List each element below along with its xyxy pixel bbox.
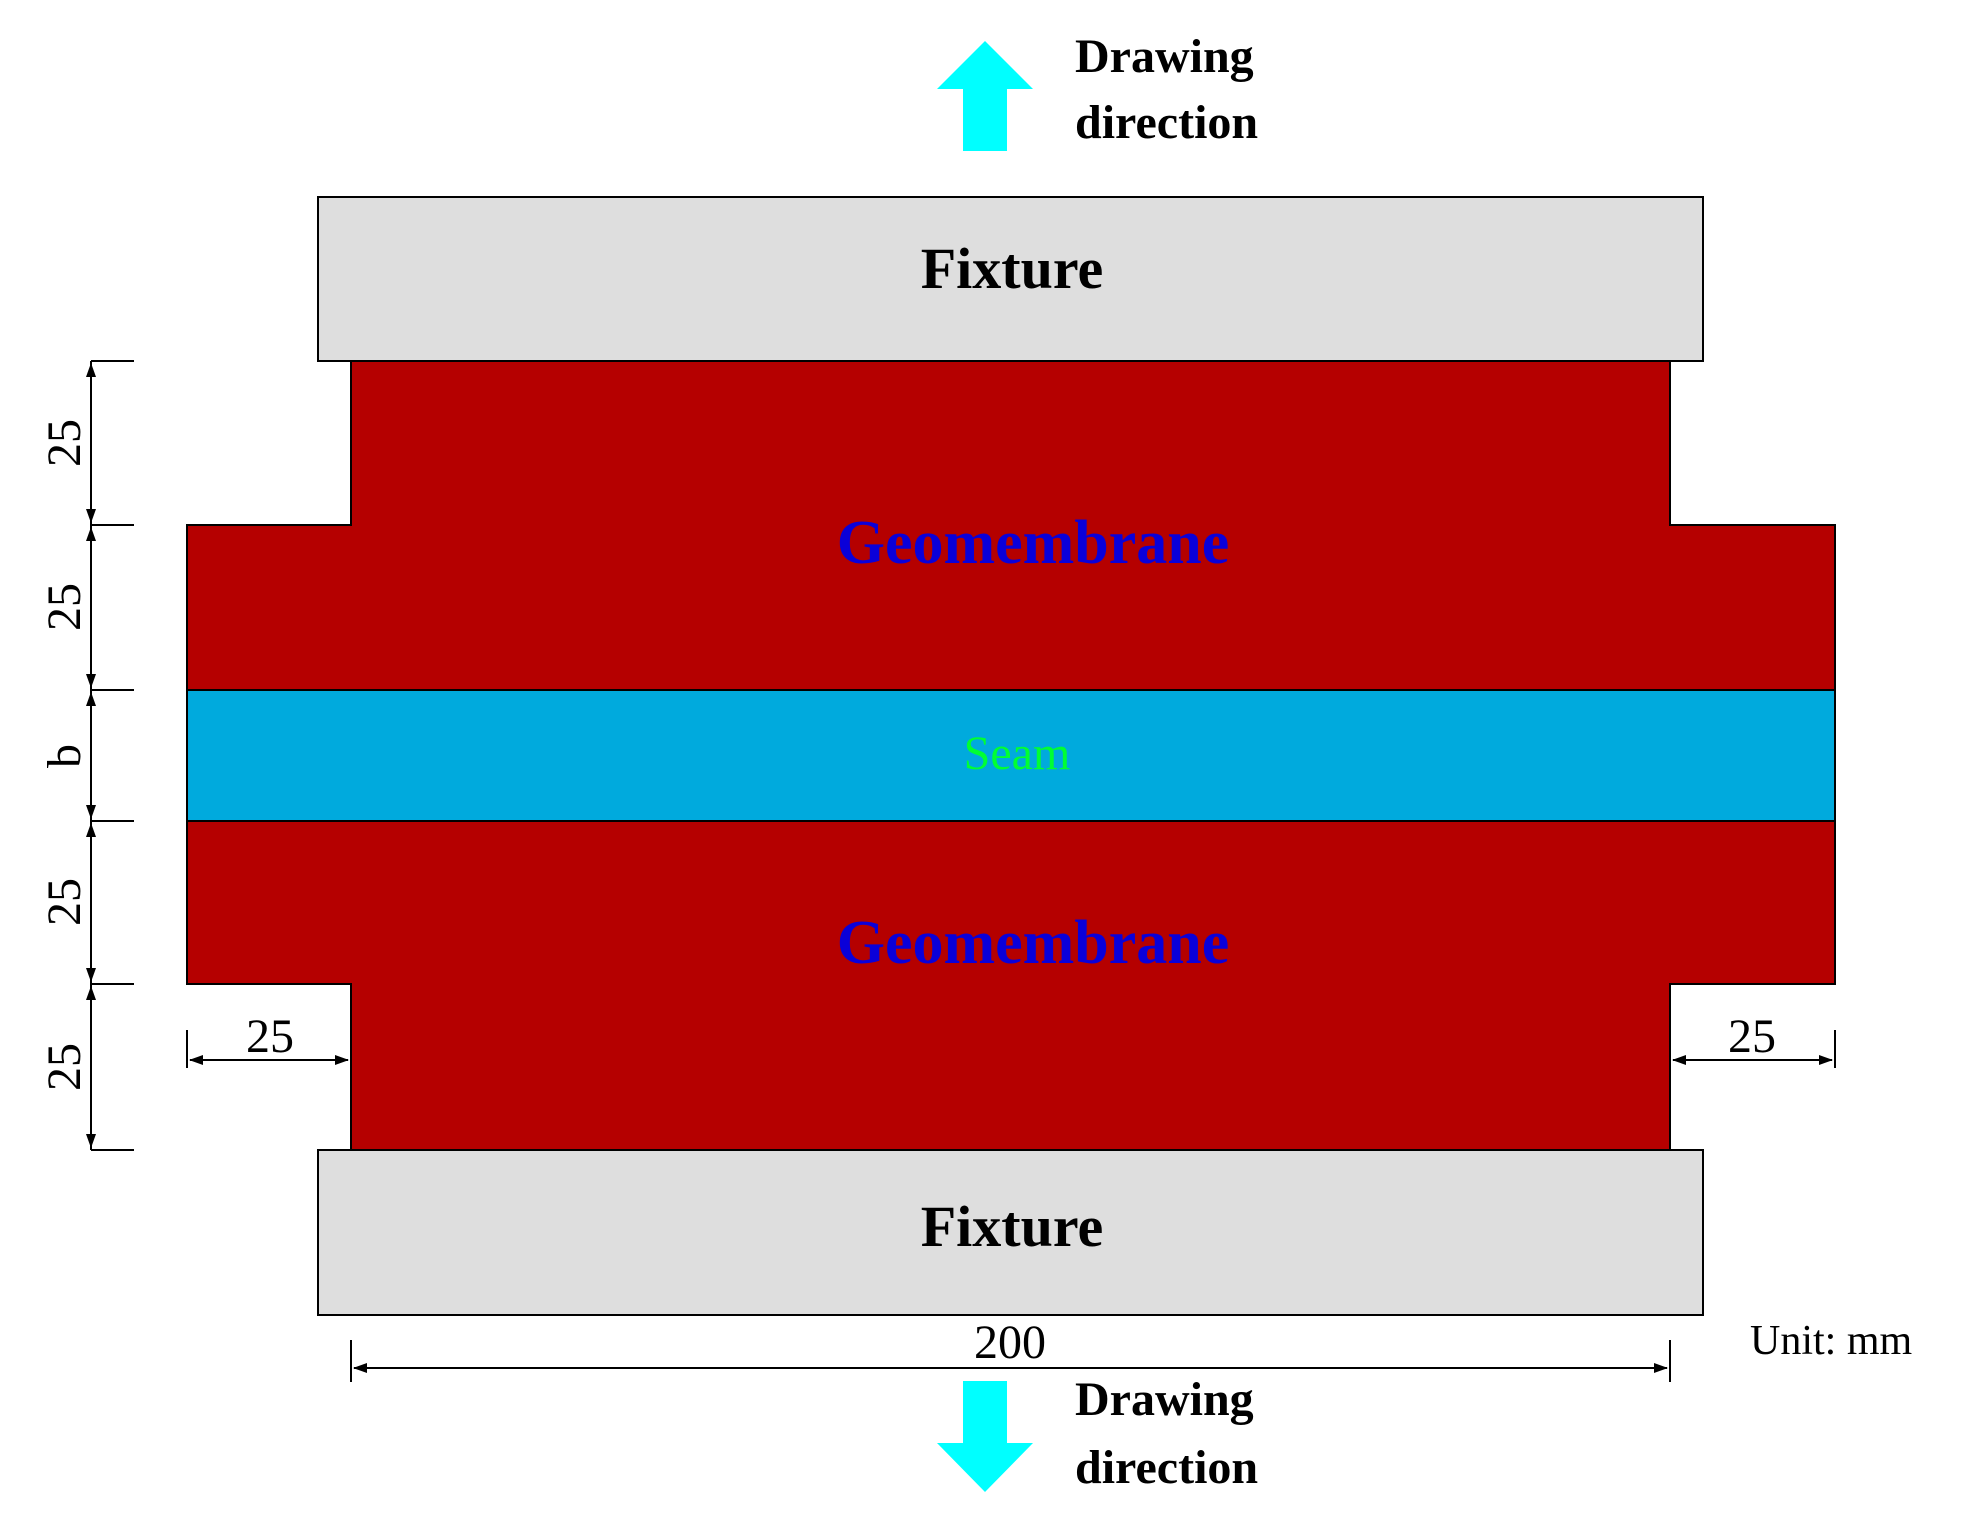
drawing-direction-bottom-line1: Drawing — [1075, 1373, 1254, 1426]
dim-label-left-2: 25 — [38, 583, 91, 631]
dim-label-bottom-right: 25 — [1728, 1010, 1776, 1063]
drawing-direction-bottom-line2: direction — [1075, 1441, 1258, 1494]
up-arrow-icon — [937, 41, 1033, 151]
bottom-right-dimension — [1672, 1030, 1836, 1068]
down-arrow-icon — [937, 1381, 1033, 1492]
geomembrane-top-label: Geomembrane — [837, 509, 1230, 577]
total-width-dimension — [350, 1340, 1671, 1382]
fixture-bottom-label: Fixture — [921, 1194, 1104, 1259]
dim-label-total-width: 200 — [974, 1316, 1046, 1369]
drawing-direction-top-line1: Drawing — [1075, 30, 1254, 83]
fixture-bottom — [317, 1149, 1704, 1316]
seam-band — [186, 689, 1836, 822]
dim-label-bottom-left: 25 — [246, 1010, 294, 1063]
seam-label: Seam — [964, 727, 1071, 780]
dim-label-left-4: 25 — [38, 1043, 91, 1091]
dim-label-left-1: 25 — [38, 419, 91, 467]
drawing-direction-top-line2: direction — [1075, 96, 1258, 149]
unit-label: Unit: mm — [1750, 1318, 1913, 1364]
dim-label-left-seam: b — [38, 744, 91, 768]
geomembrane-bottom-label: Geomembrane — [837, 909, 1230, 977]
bottom-left-dimension — [186, 1030, 349, 1068]
fixture-top — [317, 196, 1704, 362]
dim-label-left-3: 25 — [38, 878, 91, 926]
fixture-top-label: Fixture — [921, 236, 1104, 301]
left-dimension-group — [86, 360, 134, 1151]
